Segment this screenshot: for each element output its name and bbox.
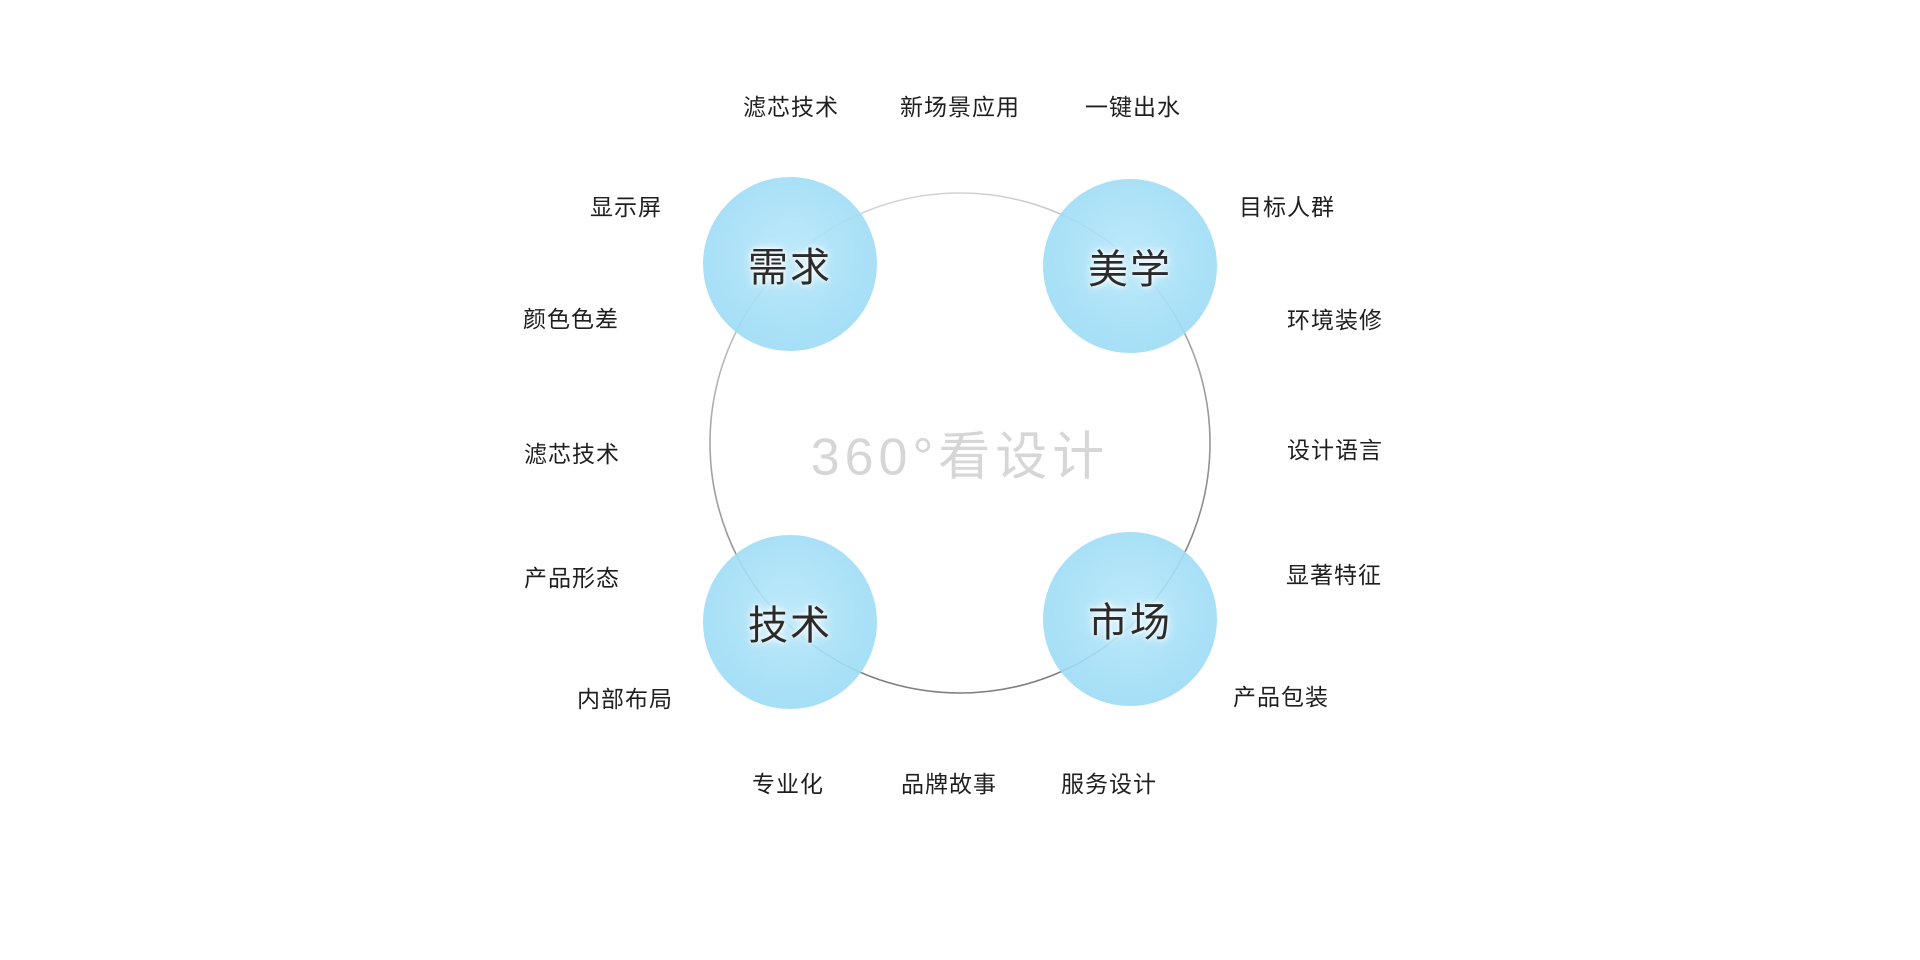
peripheral-label-specialization: 专业化 (752, 771, 824, 797)
node-circle-technology: 技术 (703, 535, 877, 709)
peripheral-label-filter-tech-top: 滤芯技术 (743, 94, 839, 120)
diagram-title: 360°看设计 (810, 428, 1110, 487)
peripheral-label-target-users: 目标人群 (1239, 194, 1335, 220)
peripheral-label-filter-tech-left: 滤芯技术 (524, 441, 620, 467)
node-label-technology: 技术 (748, 604, 832, 648)
peripheral-label-product-packaging: 产品包装 (1233, 684, 1329, 710)
peripheral-label-environment-decor: 环境装修 (1287, 307, 1383, 333)
peripheral-label-new-scenario-usage: 新场景应用 (900, 94, 1020, 120)
node-circle-demand: 需求 (703, 177, 877, 351)
peripheral-label-distinct-features: 显著特征 (1286, 562, 1382, 588)
peripheral-label-design-language: 设计语言 (1287, 437, 1383, 463)
node-circle-aesthetics: 美学 (1043, 179, 1217, 353)
peripheral-label-color-difference: 颜色色差 (523, 306, 619, 332)
peripheral-label-display-screen: 显示屏 (590, 194, 662, 220)
node-label-aesthetics: 美学 (1088, 248, 1172, 292)
peripheral-label-brand-story: 品牌故事 (901, 771, 997, 797)
node-label-demand: 需求 (748, 246, 832, 290)
peripheral-label-internal-layout: 内部布局 (577, 686, 673, 712)
peripheral-label-one-key-water: 一键出水 (1085, 94, 1181, 120)
node-label-market: 市场 (1088, 601, 1172, 645)
peripheral-label-service-design: 服务设计 (1061, 771, 1157, 797)
node-circle-market: 市场 (1043, 532, 1217, 706)
peripheral-label-product-form: 产品形态 (524, 565, 620, 591)
ring-circle (709, 192, 1211, 694)
